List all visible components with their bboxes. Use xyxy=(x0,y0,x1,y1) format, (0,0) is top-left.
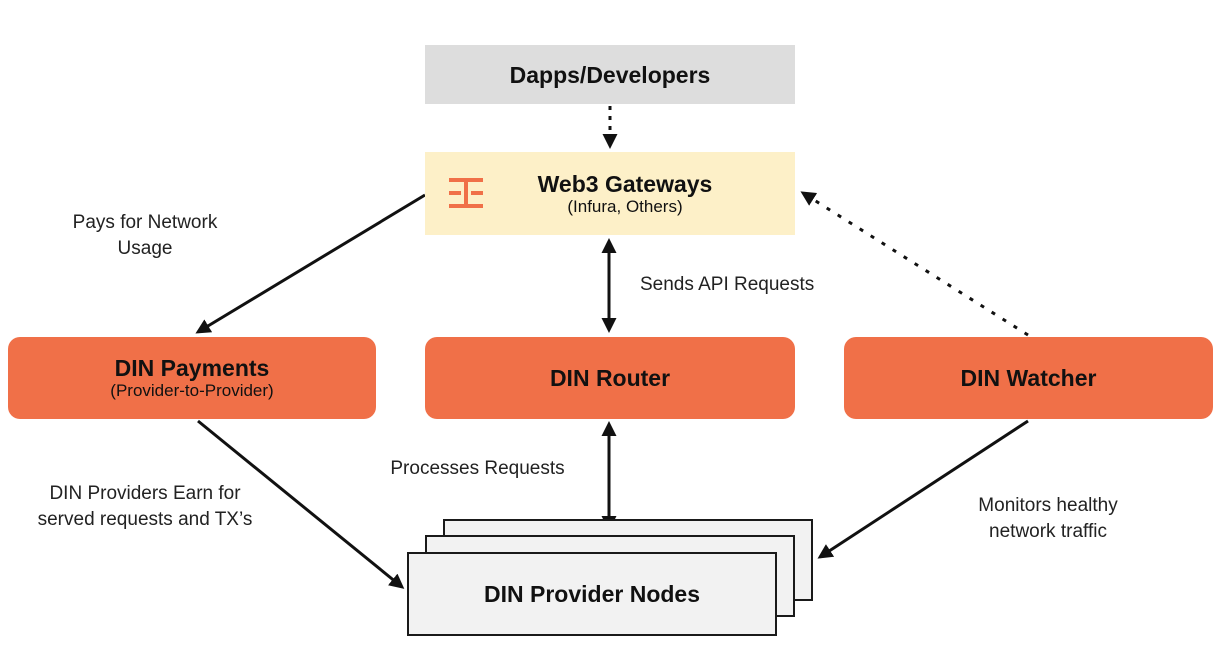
processes-requests-label: Processes Requests xyxy=(390,458,565,479)
arrow-watcher-to-gateways xyxy=(800,191,1029,337)
dapps-developers-label: Dapps/Developers xyxy=(509,61,711,88)
web3-gateways-title: Web3 Gateways xyxy=(537,170,713,197)
arrow-watcher-to-providers xyxy=(817,419,1029,559)
din-watcher-title: DIN Watcher xyxy=(960,365,1097,391)
infura-logo-icon xyxy=(445,174,487,217)
web3-gateways-subtitle: (Infura, Others) xyxy=(567,196,683,216)
arrow-payments-to-providers xyxy=(197,419,405,589)
dapps-developers-box: Dapps/Developers xyxy=(425,45,795,104)
pays-for-network-usage-label: Pays for Network Usage xyxy=(72,212,218,259)
din-payments-subtitle: (Provider-to-Provider) xyxy=(110,381,274,400)
din-provider-nodes-title: DIN Provider Nodes xyxy=(484,581,700,607)
monitors-healthy-traffic-label: Monitors healthy network traffic xyxy=(978,495,1118,542)
din-provider-nodes-box: DIN Provider Nodes xyxy=(407,552,777,636)
din-watcher-box: DIN Watcher xyxy=(844,337,1213,419)
din-payments-box: DIN Payments (Provider-to-Provider) xyxy=(8,337,376,419)
din-router-title: DIN Router xyxy=(549,365,671,391)
din-router-box: DIN Router xyxy=(425,337,795,419)
din-payments-title: DIN Payments xyxy=(114,355,270,381)
din-providers-earn-label: DIN Providers Earn for served requests a… xyxy=(37,483,253,530)
sends-api-requests-label: Sends API Requests xyxy=(640,274,815,295)
arrow-gateways-to-payments xyxy=(195,193,426,334)
web3-gateways-box: Web3 Gateways (Infura, Others) xyxy=(425,152,795,235)
